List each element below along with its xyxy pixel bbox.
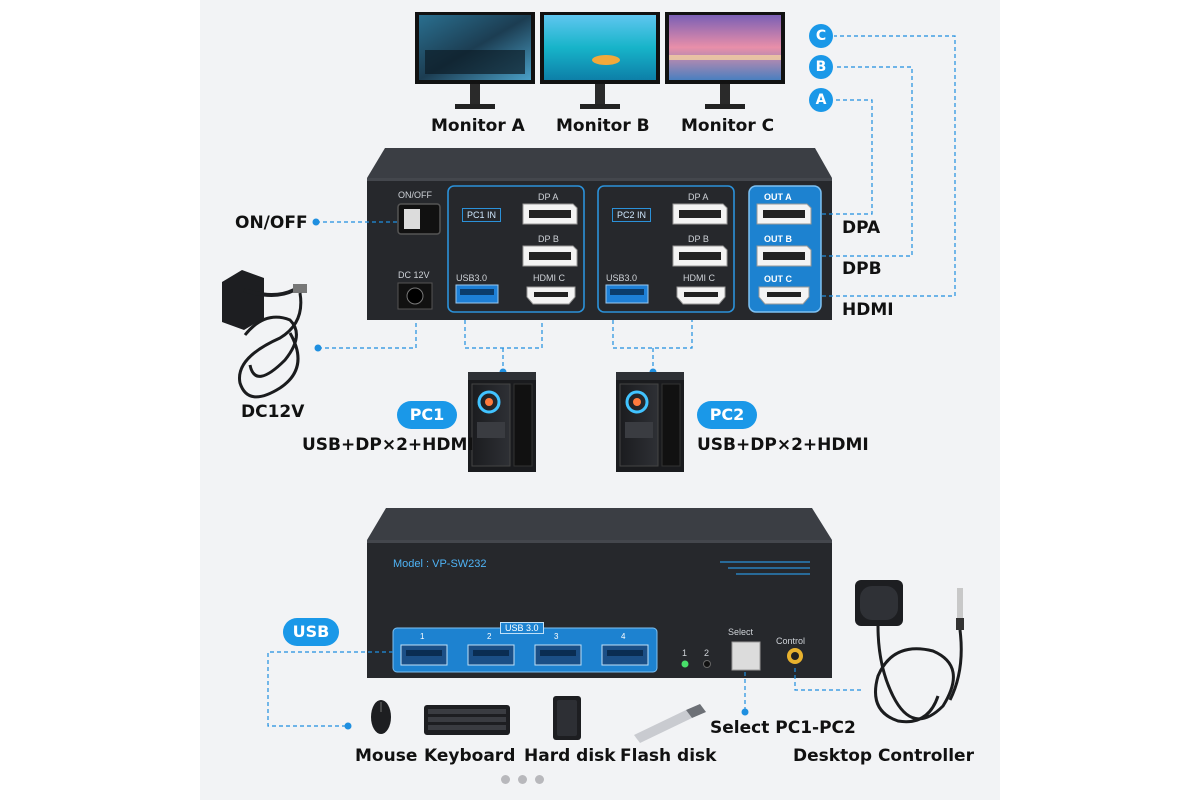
dpa-label: DPA — [842, 218, 881, 238]
control-text: Control — [776, 636, 806, 646]
out-b-text: OUT B — [764, 234, 792, 244]
usb-group-text: USB 3.0 — [500, 622, 544, 634]
output-a-badge: A — [809, 88, 833, 112]
hard-disk-label: Hard disk — [524, 746, 616, 766]
usb-port-number: 1 — [420, 632, 425, 641]
usb-port-number: 4 — [621, 632, 626, 641]
carousel-dots[interactable] — [501, 771, 552, 789]
led-1-text: 1 — [682, 648, 688, 658]
dc12v-label: DC12V — [241, 402, 305, 422]
dc-jack — [406, 287, 424, 305]
monitor-b — [540, 12, 660, 109]
monitor-a-label: Monitor A — [431, 116, 525, 136]
pc2-ports-label: USB+DP×2+HDMI — [697, 435, 869, 455]
out-c-text: OUT C — [764, 274, 792, 284]
panel-dc-text: DC 12V — [398, 270, 430, 280]
monitor-a — [415, 12, 535, 109]
pc1-badge: PC1 — [397, 401, 457, 429]
select-button[interactable] — [731, 641, 761, 671]
usb-text: USB3.0 — [456, 273, 488, 283]
select-pc-label: Select PC1-PC2 — [710, 718, 856, 738]
hard-disk-icon — [553, 696, 581, 740]
led-2-text: 2 — [704, 648, 710, 658]
monitor-c — [665, 12, 785, 109]
dp-a-text: DP A — [538, 192, 559, 202]
pc1-in-text: PC1 IN — [462, 208, 502, 222]
mouse-label: Mouse — [355, 746, 418, 766]
pc2-tower — [616, 372, 684, 472]
desktop-controller — [855, 580, 964, 724]
panel-on-off-text: ON/OFF — [398, 190, 432, 200]
dp-b-text: DP B — [538, 234, 559, 244]
on-off-label: ON/OFF — [235, 213, 308, 233]
output-b-badge: B — [809, 55, 833, 79]
pc2-in-text: PC2 IN — [612, 208, 652, 222]
desktop-controller-label: Desktop Controller — [793, 746, 974, 766]
keyboard-label: Keyboard — [424, 746, 516, 766]
monitor-c-label: Monitor C — [681, 116, 775, 136]
connector-lines — [316, 35, 956, 372]
usb-text-2: USB3.0 — [606, 273, 638, 283]
dp-b-text-2: DP B — [688, 234, 709, 244]
kvm-front-device — [367, 148, 832, 320]
usb-port-number: 2 — [487, 632, 492, 641]
hdmi-c-text: HDMI C — [533, 273, 565, 283]
pc1-tower — [468, 372, 536, 472]
pc2-badge: PC2 — [697, 401, 757, 429]
out-a-text: OUT A — [764, 192, 792, 202]
flash-disk-label: Flash disk — [620, 746, 717, 766]
select-text: Select — [728, 627, 754, 637]
power-adapter — [222, 270, 307, 399]
mouse-icon — [371, 700, 391, 734]
monitor-b-label: Monitor B — [556, 116, 650, 136]
hdmi-label: HDMI — [842, 300, 894, 320]
pc1-ports-label: USB+DP×2+HDMI — [302, 435, 474, 455]
output-c-badge: C — [809, 24, 833, 48]
usb-badge: USB — [283, 618, 339, 646]
usb-port-number: 3 — [554, 632, 559, 641]
kvm-back-device — [367, 508, 832, 678]
flash-disk-icon — [634, 704, 706, 743]
led-1 — [681, 660, 689, 668]
dpb-label: DPB — [842, 259, 882, 279]
dp-a-text-2: DP A — [688, 192, 709, 202]
model-text: Model : VP-SW232 — [393, 558, 487, 570]
led-2 — [703, 660, 711, 668]
hdmi-c-text-2: HDMI C — [683, 273, 715, 283]
keyboard-icon — [424, 705, 510, 735]
control-jack — [791, 652, 799, 660]
